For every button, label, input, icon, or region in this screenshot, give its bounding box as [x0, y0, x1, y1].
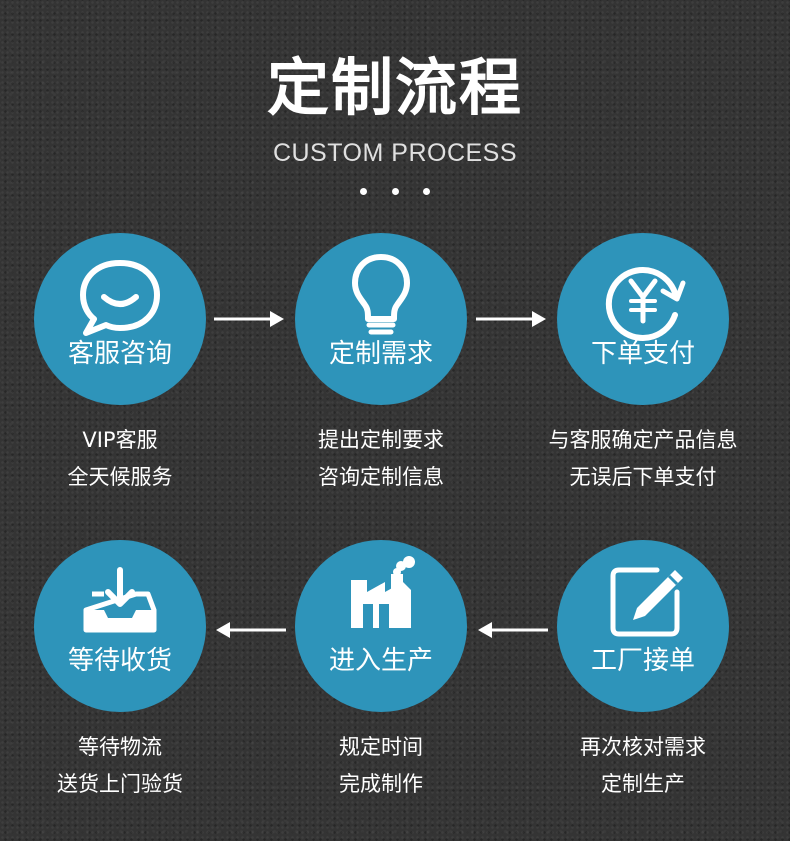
arrow-left-icon	[478, 622, 548, 638]
step-description: VIP客服 全天候服务	[0, 422, 250, 496]
pencil-edit-icon	[610, 567, 683, 637]
dot	[423, 187, 430, 195]
desc-line: 无误后下单支付	[569, 465, 717, 489]
desc-line: 定制生产	[601, 772, 685, 796]
dot	[360, 187, 367, 195]
arrow-right-icon	[214, 311, 284, 327]
desc-line: 完成制作	[339, 772, 423, 796]
page-title: 定制流程	[266, 51, 523, 124]
page-subtitle: CUSTOM PROCESS	[272, 139, 518, 167]
desc-line: VIP客服	[82, 428, 158, 452]
desc-line: 再次核对需求	[580, 735, 706, 759]
step-label: 客服咨询	[67, 339, 172, 369]
step-label: 定制需求	[328, 339, 433, 369]
chat-bubble-icon	[80, 260, 160, 336]
lightbulb-icon	[352, 254, 410, 335]
step-label: 进入生产	[328, 646, 433, 676]
step-description: 提出定制要求 咨询定制信息	[251, 422, 511, 496]
step-label: 下单支付	[590, 339, 695, 369]
arrow-left-icon	[216, 622, 286, 638]
step-production: 进入生产	[295, 540, 467, 712]
desc-line: 规定时间	[339, 735, 423, 759]
step-order-payment: 下单支付	[557, 233, 729, 405]
dot	[391, 187, 399, 195]
desc-line: 咨询定制信息	[318, 465, 444, 489]
desc-line: 与客服确定产品信息	[548, 428, 738, 452]
step-custom-requirements: 定制需求	[295, 233, 467, 405]
inbox-download-icon	[83, 567, 157, 633]
step-factory-accepts: 工厂接单	[557, 540, 729, 712]
step-label: 工厂接单	[590, 646, 695, 676]
desc-line: 送货上门验货	[57, 772, 183, 796]
step-await-delivery: 等待收货	[34, 540, 206, 712]
step-description: 规定时间 完成制作	[251, 729, 511, 803]
desc-line: 等待物流	[78, 735, 162, 759]
desc-line: 提出定制要求	[318, 428, 444, 452]
step-description: 与客服确定产品信息 无误后下单支付	[513, 422, 773, 496]
factory-icon	[351, 556, 415, 628]
step-customer-service: 客服咨询	[34, 233, 206, 405]
arrow-right-icon	[476, 311, 546, 327]
yen-refresh-icon	[605, 267, 686, 341]
step-description: 等待物流 送货上门验货	[0, 729, 250, 803]
step-label: 等待收货	[67, 646, 172, 676]
desc-line: 全天候服务	[67, 465, 173, 489]
decorative-dots	[360, 186, 430, 196]
step-description: 再次核对需求 定制生产	[513, 729, 773, 803]
